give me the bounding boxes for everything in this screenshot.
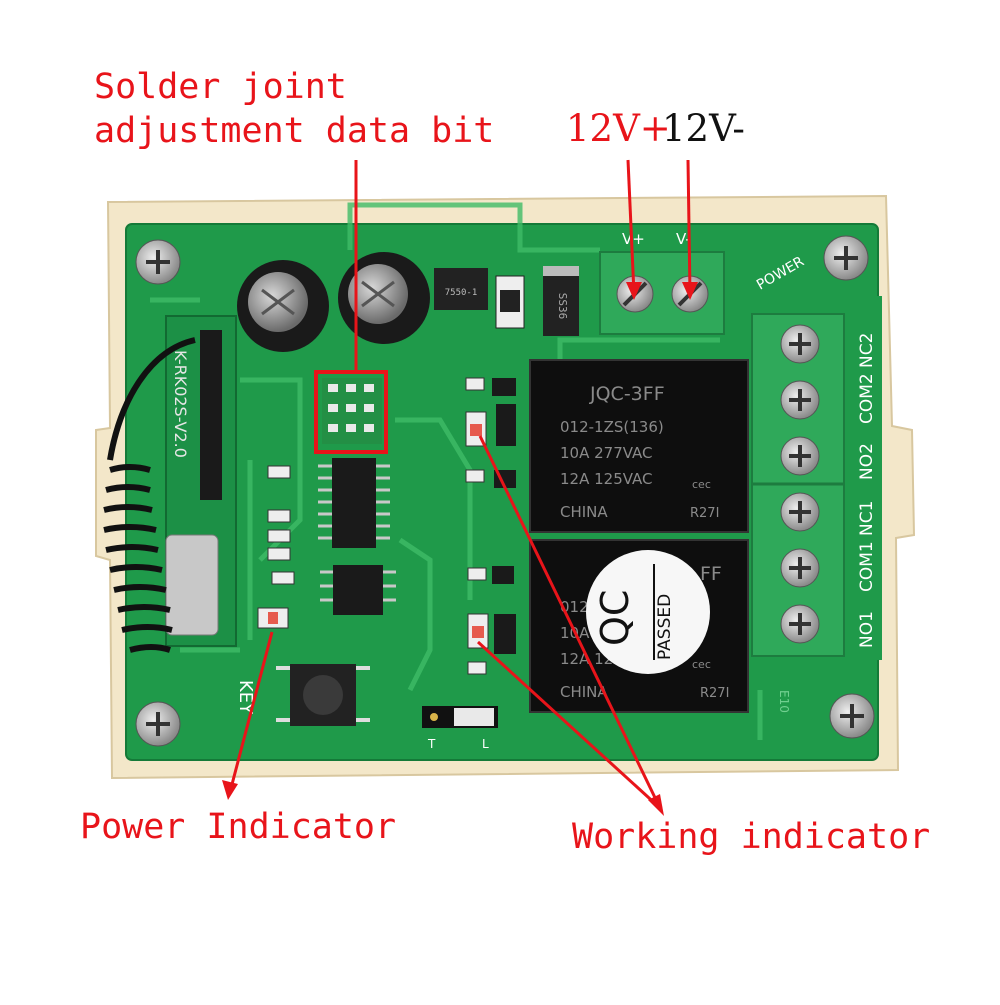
- solder-joint-label-line2: adjustment data bit: [94, 111, 495, 151]
- diode: [543, 266, 579, 336]
- qc-text: QC: [593, 590, 637, 646]
- solder-joint-label-line1: Solder joint: [94, 67, 347, 107]
- diode-marking: SS36: [556, 293, 569, 320]
- relay1-model: JQC-3FF: [589, 383, 665, 405]
- terminal-label-com2: COM2: [857, 373, 877, 424]
- module-label: K-RK02S-V2.0: [171, 350, 190, 458]
- smd-components: [267, 377, 487, 675]
- v-plus-label: 12V+: [566, 107, 671, 150]
- jumper-t-silk: T: [427, 737, 436, 751]
- pcb: 7550-1 SS36 V+ V- POWER K-RK02S-V2.0: [103, 202, 882, 761]
- decoder-ic-pins: [318, 464, 390, 540]
- regulator-marking: 7550-1: [445, 288, 478, 298]
- terminal-label-no1: NO1: [857, 611, 877, 648]
- antenna-coil: [103, 337, 196, 653]
- callout-lines: [228, 159, 692, 810]
- relay1-line1: 012-1ZS(136): [560, 418, 664, 436]
- terminal-label-no2: NO2: [857, 443, 877, 480]
- key-silk: KEY: [235, 680, 256, 715]
- relay-1: JQC-3FF 012-1ZS(136) 10A 277VAC 12A 125V…: [529, 359, 749, 533]
- power-indicator-label: Power Indicator: [80, 807, 397, 847]
- relay2-line1: 012-: [560, 598, 594, 616]
- qc-passed-sticker: QC PASSED: [586, 550, 710, 674]
- callout-arrowheads: [222, 282, 698, 816]
- relay1-cec: cec: [692, 478, 711, 491]
- transistors: [492, 378, 516, 654]
- capacitors: [237, 252, 430, 352]
- solder-jumper-pads: [322, 378, 382, 444]
- v-minus-label: 12V-: [662, 107, 745, 150]
- terminal-label-com1: COM1: [857, 541, 877, 592]
- mcu-ic: [333, 565, 383, 615]
- terminal-label-nc1: NC1: [857, 501, 877, 536]
- push-button: [276, 664, 370, 726]
- terminal-vplus-silk: V+: [622, 230, 645, 248]
- relay1-code: R27I: [690, 506, 719, 521]
- relay1-line2: 10A 277VAC: [560, 444, 653, 462]
- voltage-regulator: [434, 268, 488, 310]
- rf-receiver-module: K-RK02S-V2.0: [165, 315, 237, 647]
- relay1-origin: CHINA: [560, 503, 608, 521]
- solder-joint-highlight: [314, 370, 388, 454]
- relay2-code: R27I: [700, 686, 729, 701]
- jumper-header: T L: [422, 706, 498, 751]
- relay2-origin: CHINA: [560, 683, 608, 701]
- mount-screws: [135, 235, 875, 747]
- working-indicator-label: Working indicator: [572, 817, 931, 857]
- qc-passed-text: PASSED: [655, 594, 675, 660]
- terminal-vminus-silk: V-: [676, 230, 691, 248]
- relay2-cec: cec: [692, 658, 711, 671]
- terminal-label-nc2: NC2: [857, 333, 877, 368]
- jumper-l-silk: L: [482, 737, 489, 751]
- relay-2: FF 012- 10A 12A 12 CHINA R27I cec QC PAS…: [529, 539, 749, 713]
- decoder-ic: [332, 458, 376, 548]
- svg-text:E10: E10: [777, 690, 791, 713]
- relay1-line3: 12A 125VAC: [560, 470, 653, 488]
- relay2-model: FF: [700, 563, 722, 585]
